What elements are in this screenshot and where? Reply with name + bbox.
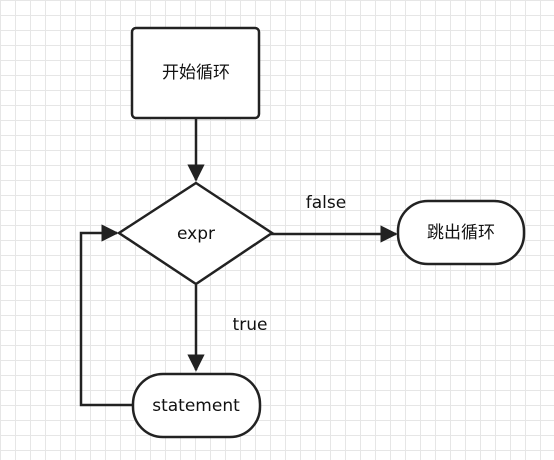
start-node: 开始循环 bbox=[130, 26, 261, 120]
statement-node-label: statement bbox=[152, 396, 240, 416]
edge-statement-loop-back bbox=[79, 224, 132, 407]
exit-node-label: 跳出循环 bbox=[427, 223, 495, 243]
statement-node: statement bbox=[131, 372, 262, 439]
false-edge-label: false bbox=[306, 193, 346, 213]
condition-node-label: expr bbox=[177, 224, 215, 244]
start-node-label: 开始循环 bbox=[162, 63, 230, 83]
exit-node: 跳出循环 bbox=[396, 199, 526, 266]
condition-node: expr bbox=[116, 181, 275, 286]
true-edge-label: true bbox=[233, 315, 268, 335]
